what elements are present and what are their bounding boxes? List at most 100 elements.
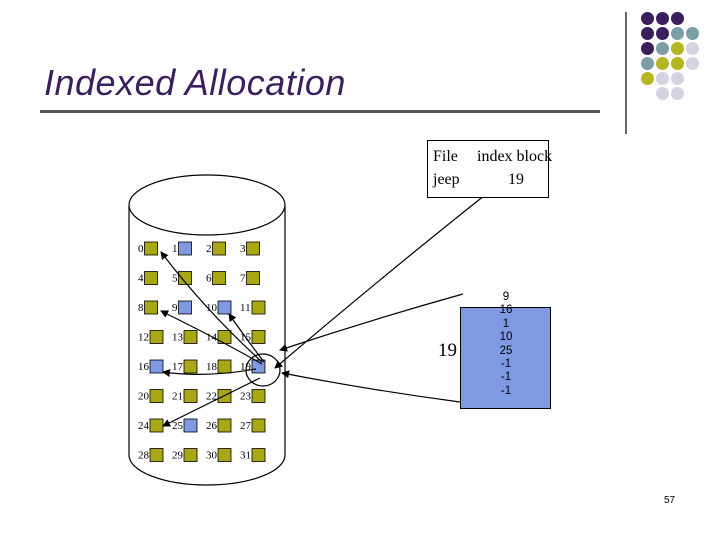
free-block <box>144 271 158 285</box>
decor-dot <box>656 27 669 40</box>
directory-entry-box: File index block jeep 19 <box>427 140 552 198</box>
free-block <box>183 389 198 403</box>
header-index-block: index block <box>477 148 553 165</box>
decor-dot <box>686 42 699 55</box>
directory-entry-row: jeep 19 <box>433 171 524 189</box>
block-number: 25 <box>172 420 184 432</box>
decor-dot <box>641 72 654 85</box>
decor-dot <box>686 57 699 70</box>
free-block <box>212 241 226 256</box>
block-number: 31 <box>240 450 251 462</box>
slide-title: Indexed Allocation <box>44 62 346 103</box>
block-number: 3 <box>240 243 246 255</box>
free-block <box>149 389 164 403</box>
arrow-index-label-to-19 <box>279 293 464 352</box>
block-number: 14 <box>206 332 218 344</box>
decor-dot <box>641 27 654 40</box>
free-block <box>144 300 158 315</box>
arrow-19-to-16 <box>162 368 257 377</box>
index-block-label: 19 <box>438 340 457 361</box>
block-number: 22 <box>206 391 217 403</box>
arrow-index-bottom-to-19 <box>281 370 461 403</box>
decor-dot <box>641 42 654 55</box>
block-number: 6 <box>206 273 212 285</box>
decor-dot <box>656 72 669 85</box>
index-entry: -1 <box>500 371 512 384</box>
decor-dot <box>641 12 654 25</box>
free-block <box>149 418 164 433</box>
index-block-highlight <box>245 353 281 387</box>
block-number: 0 <box>138 243 144 255</box>
free-block <box>178 271 192 285</box>
free-block <box>251 389 266 403</box>
arrow-19-to-25 <box>162 377 261 427</box>
block-number: 7 <box>240 273 246 285</box>
free-block <box>183 330 198 344</box>
free-block <box>217 359 232 374</box>
decor-dot <box>686 27 699 40</box>
decor-dot <box>656 12 669 25</box>
arrow-19-to-10 <box>228 313 265 363</box>
page-number: 57 <box>664 495 676 506</box>
arrow-19-to-9 <box>160 310 263 365</box>
block-number: 13 <box>172 332 184 344</box>
index-entry: 10 <box>499 331 513 344</box>
free-block <box>217 448 232 462</box>
used-block <box>217 300 232 315</box>
index-entry: 25 <box>499 344 513 357</box>
free-block <box>251 448 266 462</box>
free-block <box>149 448 164 462</box>
block-number: 17 <box>172 361 184 373</box>
block-number: 12 <box>138 332 149 344</box>
block-number: 26 <box>206 420 218 432</box>
entry-index-block: 19 <box>508 171 524 188</box>
used-block <box>183 418 198 433</box>
used-block <box>149 359 164 374</box>
free-block <box>183 359 198 374</box>
block-number: 16 <box>138 361 150 373</box>
decor-dot <box>671 12 684 25</box>
index-entry: -1 <box>500 384 512 397</box>
decor-dot <box>671 27 684 40</box>
block-number: 10 <box>206 302 218 314</box>
block-number: 30 <box>206 450 218 462</box>
index-block-box <box>460 307 551 409</box>
free-block <box>144 241 158 256</box>
block-number: 9 <box>172 302 178 314</box>
arrow-19-to-1 <box>160 251 263 363</box>
entry-file: jeep <box>433 171 460 188</box>
index-entry: 16 <box>499 304 513 317</box>
block-number: 27 <box>240 420 252 432</box>
block-number: 28 <box>138 450 150 462</box>
corner-divider <box>625 12 627 134</box>
decor-dot <box>671 57 684 70</box>
decor-dot <box>671 87 684 100</box>
free-block <box>183 448 198 462</box>
free-block <box>149 330 164 344</box>
free-block <box>251 330 266 344</box>
decor-dot <box>656 57 669 70</box>
block-number: 29 <box>172 450 184 462</box>
decor-dot <box>671 42 684 55</box>
block-number: 20 <box>138 391 150 403</box>
index-entry: 1 <box>502 317 510 330</box>
free-block <box>246 271 260 285</box>
block-number: 24 <box>138 420 150 432</box>
block-number: 21 <box>172 391 183 403</box>
block-number: 8 <box>138 302 144 314</box>
free-block <box>217 418 232 433</box>
arrow-dir-to-19 <box>274 183 500 369</box>
decor-dot <box>656 42 669 55</box>
header-file: File <box>433 148 458 165</box>
used-block <box>178 241 192 256</box>
decor-dot <box>641 57 654 70</box>
disk-cylinder <box>128 174 286 486</box>
decor-dot <box>656 87 669 100</box>
block-number: 1 <box>172 243 178 255</box>
free-block <box>251 418 266 433</box>
block-number: 5 <box>172 273 178 285</box>
directory-header-row: File index block <box>433 148 552 166</box>
